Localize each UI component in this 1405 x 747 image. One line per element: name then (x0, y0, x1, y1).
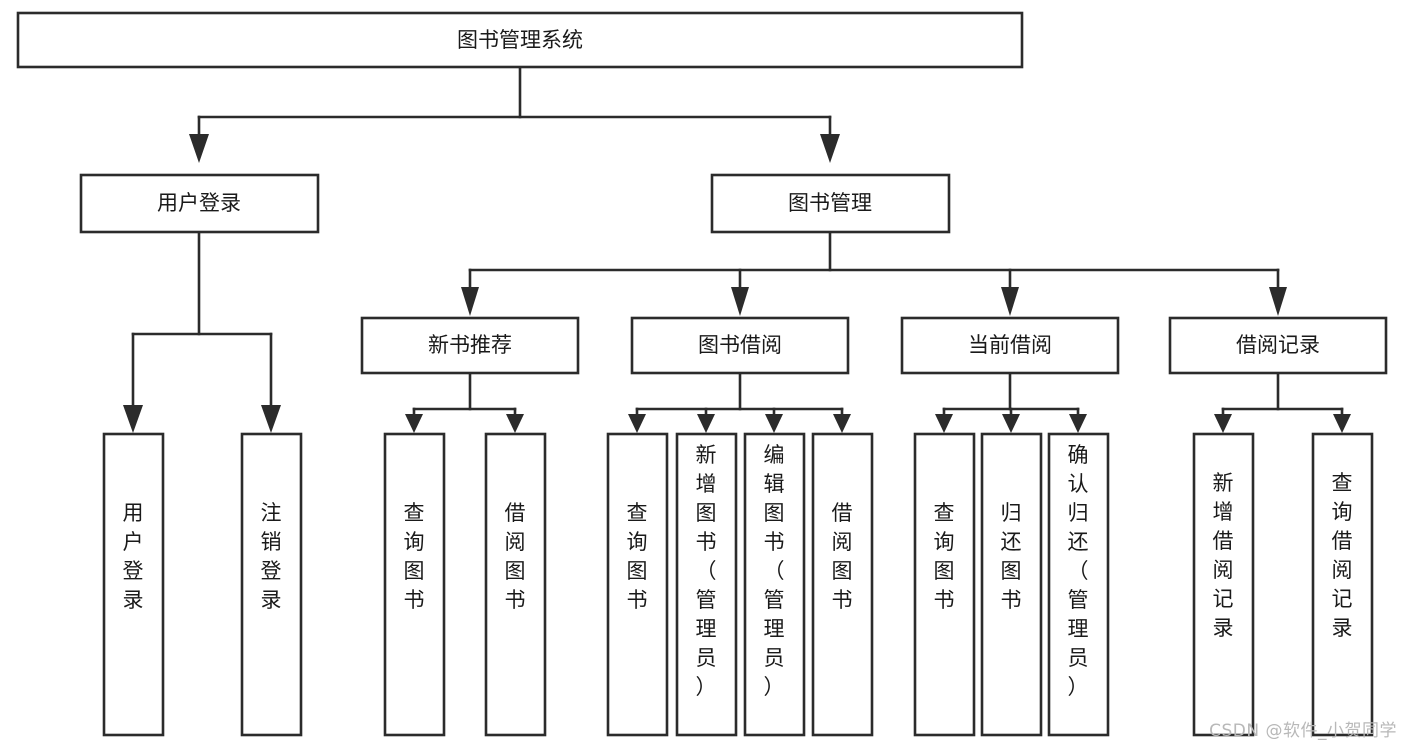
leaf-edit-book-label: 编辑图书（管理员） (764, 443, 785, 699)
node-current-borrow-label: 当前借阅 (968, 333, 1052, 357)
leaf-return-book-label: 归还图书 (1001, 501, 1022, 612)
leaf-return-book[interactable]: 归还图书 (980, 432, 1043, 737)
leaf-borrow-book-1[interactable]: 借阅图书 (484, 432, 547, 737)
arrow-borrow-leaf4 (833, 414, 851, 433)
arrow-current-leaf2 (1002, 414, 1020, 433)
leaf-edit-book-box[interactable] (743, 432, 806, 737)
node-current-borrow-box[interactable] (900, 316, 1120, 375)
leaf-query-book-2-box[interactable] (606, 432, 669, 737)
node-user-login-box[interactable] (79, 173, 320, 234)
leaf-confirm-return-label: 确认归还（管理员） (1068, 443, 1089, 699)
arrow-recommend-leaf2 (506, 414, 524, 433)
arrow-user-login-leaf1 (123, 405, 143, 433)
node-new-book-recommend-label: 新书推荐 (428, 333, 512, 357)
connector-layer (123, 65, 1351, 433)
node-borrow-record[interactable]: 借阅记录 (1168, 316, 1388, 375)
arrow-record-leaf2 (1333, 414, 1351, 433)
leaf-user-login-box[interactable] (102, 432, 165, 737)
arrow-root-to-user-login (189, 134, 209, 163)
arrow-current-leaf3 (1069, 414, 1087, 433)
leaf-add-record[interactable]: 新增借阅记录 (1192, 432, 1255, 737)
node-book-borrow[interactable]: 图书借阅 (630, 316, 850, 375)
node-book-management[interactable]: 图书管理 (710, 173, 951, 234)
node-user-login[interactable]: 用户登录 (79, 173, 320, 234)
leaf-confirm-return-box[interactable] (1047, 432, 1110, 737)
leaf-query-book-1-box[interactable] (383, 432, 446, 737)
node-user-login-label: 用户登录 (157, 191, 241, 215)
leaf-borrow-book-2[interactable]: 借阅图书 (811, 432, 874, 737)
leaf-add-book-label: 新增图书（管理员） (696, 443, 717, 699)
leaf-borrow-book-2-box[interactable] (811, 432, 874, 737)
node-root-box[interactable] (16, 11, 1024, 69)
arrow-root-to-book-management (820, 134, 840, 163)
leaf-query-record-label: 查询借阅记录 (1332, 471, 1353, 640)
leaf-query-book-1[interactable]: 查询图书 (383, 432, 446, 737)
leaf-borrow-book-1-box[interactable] (484, 432, 547, 737)
leaf-logout-login-box[interactable] (240, 432, 303, 737)
leaf-add-book-box[interactable] (675, 432, 738, 737)
arrow-bm-to-record (1269, 287, 1287, 316)
node-borrow-record-label: 借阅记录 (1236, 333, 1320, 357)
arrow-recommend-leaf1 (405, 414, 423, 433)
node-root[interactable]: 图书管理系统 (16, 11, 1024, 69)
node-new-book-recommend[interactable]: 新书推荐 (360, 316, 580, 375)
node-new-book-recommend-box[interactable] (360, 316, 580, 375)
leaf-edit-book[interactable]: 编辑图书（管理员） (743, 432, 806, 737)
arrow-bm-to-borrow (731, 287, 749, 316)
node-current-borrow[interactable]: 当前借阅 (900, 316, 1120, 375)
leaf-query-book-3-label: 查询图书 (934, 501, 955, 612)
leaf-query-book-3[interactable]: 查询图书 (913, 432, 976, 737)
arrow-user-login-leaf2 (261, 405, 281, 433)
leaf-query-record[interactable]: 查询借阅记录 (1311, 432, 1374, 737)
node-book-management-label: 图书管理 (788, 191, 872, 215)
arrow-borrow-leaf2 (697, 414, 715, 433)
csdn-watermark: CSDN @软件_小贺同学 (1209, 721, 1397, 741)
node-borrow-record-box[interactable] (1168, 316, 1388, 375)
leaf-add-record-label: 新增借阅记录 (1213, 471, 1234, 640)
node-book-borrow-box[interactable] (630, 316, 850, 375)
leaf-logout-login-label: 注销登录 (261, 501, 282, 612)
leaf-confirm-return[interactable]: 确认归还（管理员） (1047, 432, 1110, 737)
leaf-query-book-1-label: 查询图书 (404, 501, 425, 612)
leaf-user-login[interactable]: 用户登录 (102, 432, 165, 737)
node-book-borrow-label: 图书借阅 (698, 333, 782, 357)
leaf-query-record-box[interactable] (1311, 432, 1374, 737)
arrow-current-leaf1 (935, 414, 953, 433)
leaf-add-record-box[interactable] (1192, 432, 1255, 737)
leaf-query-book-2[interactable]: 查询图书 (606, 432, 669, 737)
leaf-borrow-book-1-label: 借阅图书 (505, 501, 526, 612)
leaf-add-book[interactable]: 新增图书（管理员） (675, 432, 738, 737)
leaf-query-book-2-label: 查询图书 (627, 501, 648, 612)
node-root-label: 图书管理系统 (457, 28, 583, 52)
arrow-bm-to-recommend (461, 287, 479, 316)
leaf-user-login-label: 用户登录 (123, 501, 144, 612)
leaf-borrow-book-2-label: 借阅图书 (832, 501, 853, 612)
arrow-borrow-leaf1 (628, 414, 646, 433)
node-book-management-box[interactable] (710, 173, 951, 234)
leaf-return-book-box[interactable] (980, 432, 1043, 737)
arrow-borrow-leaf3 (765, 414, 783, 433)
arrow-record-leaf1 (1214, 414, 1232, 433)
leaf-logout-login[interactable]: 注销登录 (240, 432, 303, 737)
leaf-query-book-3-box[interactable] (913, 432, 976, 737)
arrow-bm-to-current (1001, 287, 1019, 316)
